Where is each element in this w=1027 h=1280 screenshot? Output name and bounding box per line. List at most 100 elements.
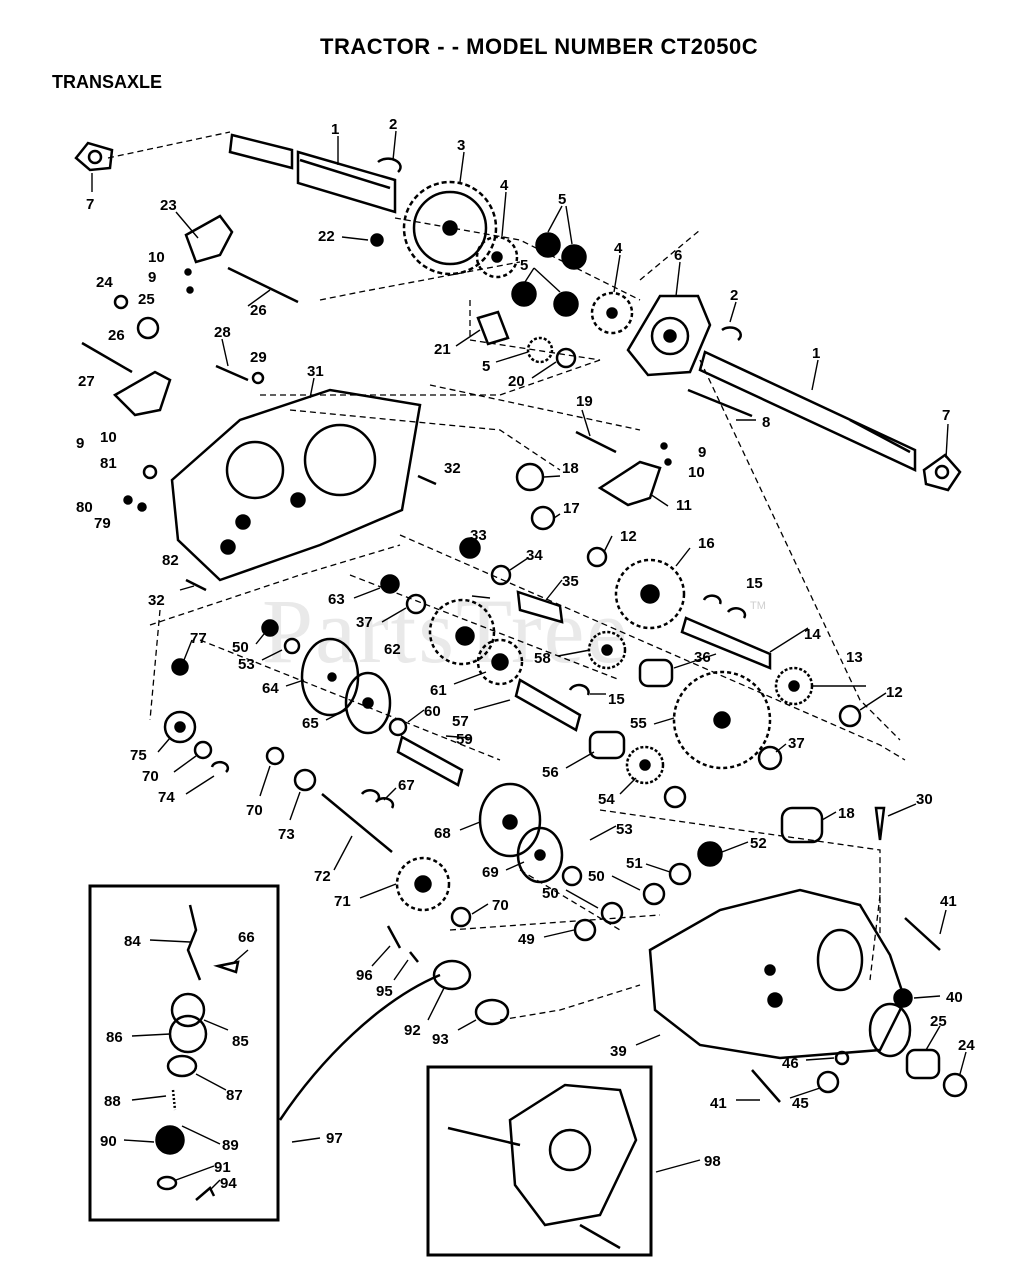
callout-66: 66 bbox=[238, 929, 255, 946]
callout-32: 32 bbox=[148, 592, 165, 609]
bushing-20 bbox=[555, 347, 577, 369]
assembly-guide-lines bbox=[107, 131, 906, 1021]
callout-89: 89 bbox=[222, 1137, 239, 1154]
washer-70-mid bbox=[265, 746, 285, 766]
callout-84: 84 bbox=[124, 933, 141, 950]
pin-95 bbox=[409, 951, 419, 963]
callout-37: 37 bbox=[356, 614, 373, 631]
callout-75: 75 bbox=[130, 747, 147, 764]
callout-37: 37 bbox=[788, 735, 805, 752]
callout-18: 18 bbox=[838, 805, 855, 822]
callout-71: 71 bbox=[334, 893, 351, 910]
gear-61 bbox=[476, 638, 524, 686]
bolt-8 bbox=[687, 388, 753, 418]
shaft-14 bbox=[680, 616, 772, 670]
washer-60 bbox=[388, 717, 408, 737]
callout-14: 14 bbox=[804, 626, 821, 643]
cover-86-85 bbox=[168, 992, 208, 1054]
bolt-41-upper bbox=[904, 917, 941, 951]
plug-77 bbox=[171, 658, 189, 676]
complete-transaxle-98 bbox=[447, 1083, 638, 1250]
shift-assembly-inset-box bbox=[88, 884, 280, 1222]
callout-50: 50 bbox=[232, 639, 249, 656]
shift-fork-23 bbox=[184, 214, 234, 264]
callout-61: 61 bbox=[430, 682, 447, 699]
callout-39: 39 bbox=[610, 1043, 627, 1060]
bearing-50-lower bbox=[600, 901, 624, 925]
callout-12: 12 bbox=[620, 528, 637, 545]
callout-67: 67 bbox=[398, 777, 415, 794]
clip-74 bbox=[210, 760, 230, 773]
brake-disc-65 bbox=[344, 671, 392, 735]
callout-80: 80 bbox=[76, 499, 93, 516]
callout-87: 87 bbox=[226, 1087, 243, 1104]
washer-53-lower bbox=[663, 785, 687, 809]
callout-94: 94 bbox=[220, 1175, 237, 1192]
callout-25: 25 bbox=[138, 291, 155, 308]
callout-22: 22 bbox=[318, 228, 335, 245]
retaining-ring-67 bbox=[360, 789, 395, 809]
spur-gear-4-left bbox=[475, 235, 519, 279]
callout-10: 10 bbox=[688, 464, 705, 481]
page-title: TRACTOR - - MODEL NUMBER CT2050C bbox=[320, 34, 759, 59]
callout-18: 18 bbox=[562, 460, 579, 477]
bearing-plate-6 bbox=[626, 294, 712, 377]
callout-77: 77 bbox=[190, 630, 207, 647]
leader-lines bbox=[91, 130, 967, 1191]
axle-shaft-right bbox=[698, 350, 917, 472]
callout-53: 53 bbox=[238, 656, 255, 673]
callout-9: 9 bbox=[148, 269, 156, 286]
callout-31: 31 bbox=[307, 363, 324, 380]
callout-32: 32 bbox=[444, 460, 461, 477]
callout-45: 45 bbox=[792, 1095, 809, 1112]
washer-87 bbox=[166, 1054, 198, 1078]
callout-4: 4 bbox=[614, 240, 623, 257]
callout-52: 52 bbox=[750, 835, 767, 852]
callout-2: 2 bbox=[389, 116, 397, 133]
callout-50: 50 bbox=[588, 868, 605, 885]
bearing-73 bbox=[293, 768, 317, 792]
callout-54: 54 bbox=[598, 791, 615, 808]
retaining-ring-right bbox=[721, 326, 742, 341]
callout-70: 70 bbox=[246, 802, 263, 819]
gasket-92 bbox=[432, 959, 472, 991]
seal-40 bbox=[893, 988, 913, 1008]
shaft-35 bbox=[516, 590, 564, 624]
washer-91 bbox=[156, 1175, 178, 1191]
callout-70: 70 bbox=[492, 897, 509, 914]
callout-27: 27 bbox=[78, 373, 95, 390]
washer-53-bottom bbox=[561, 865, 583, 887]
pin-32-upper bbox=[417, 474, 437, 486]
callout-24: 24 bbox=[96, 274, 113, 291]
shaft-57 bbox=[514, 678, 582, 732]
bearing-50-mid bbox=[642, 882, 666, 906]
callout-64: 64 bbox=[262, 680, 279, 697]
callout-86: 86 bbox=[106, 1029, 123, 1046]
callout-11: 11 bbox=[676, 497, 692, 514]
callout-68: 68 bbox=[434, 825, 451, 842]
retaining-ring-upper bbox=[377, 157, 402, 173]
gear-54 bbox=[625, 745, 665, 785]
retaining-ring-15-lower bbox=[568, 683, 590, 696]
shaft-59 bbox=[396, 735, 464, 787]
callout-49: 49 bbox=[518, 931, 535, 948]
spur-gear-4-right bbox=[590, 291, 634, 335]
callout-2: 2 bbox=[730, 287, 738, 304]
shift-rod-26-lower bbox=[81, 341, 133, 374]
watermark: PartsTree bbox=[262, 580, 630, 682]
bearing-51 bbox=[668, 862, 692, 886]
washer-12-upper bbox=[586, 546, 608, 568]
axle-shaft-left bbox=[228, 133, 397, 214]
housing-90 bbox=[155, 1125, 185, 1155]
callout-60: 60 bbox=[424, 703, 441, 720]
callout-labels: 1 2 3 4 5 5 4 6 2 1 7 7 23 22 10 9 24 25… bbox=[76, 116, 975, 1192]
washer-53-upper bbox=[283, 637, 301, 655]
callout-19: 19 bbox=[576, 393, 593, 410]
gear-62 bbox=[428, 598, 496, 666]
large-spur-gear-3 bbox=[402, 180, 498, 276]
shift-lever-84 bbox=[186, 904, 202, 981]
key-66 bbox=[213, 960, 240, 974]
section-heading: TRANSAXLE bbox=[52, 72, 163, 92]
callout-90: 90 bbox=[100, 1133, 117, 1150]
